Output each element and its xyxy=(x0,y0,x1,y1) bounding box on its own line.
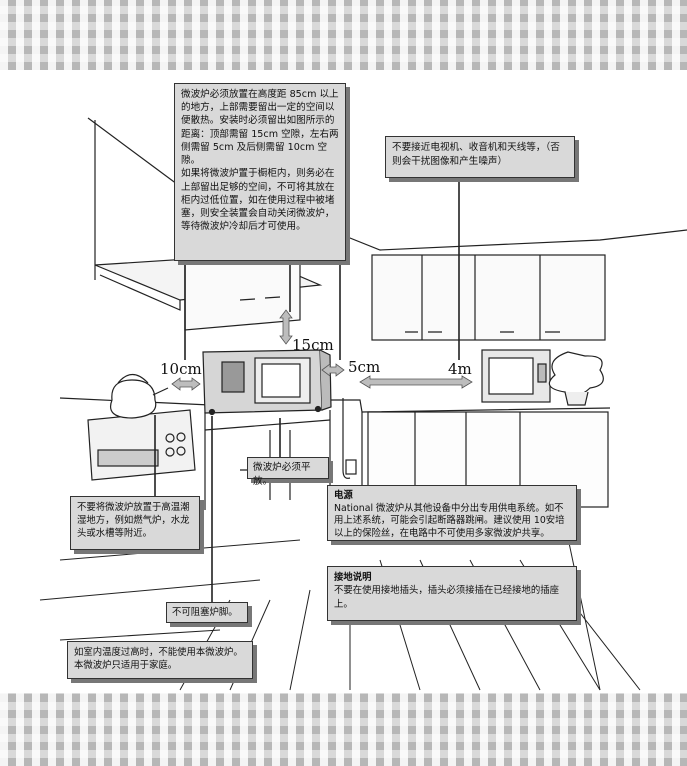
checkered-footer-band xyxy=(0,693,687,766)
ground-title: 接地说明 xyxy=(334,572,372,583)
callout-humidity: 不要将微波炉放置于高温潮湿地方，例如燃气炉，水龙头或水槽等附近。 xyxy=(70,496,200,550)
right-gap-label: 5cm xyxy=(348,358,381,376)
ground-body: 不要在使用接地插头，插头必须接插在已经接地的插座上。 xyxy=(334,585,560,610)
stove xyxy=(87,409,196,481)
top-gap-arrow xyxy=(279,309,293,345)
callout-power: 电源 National 微波炉从其他设备中分出专用供电系统。如不用上述系统，可能… xyxy=(327,485,577,541)
leader-lines xyxy=(154,177,460,605)
power-cord xyxy=(342,398,351,479)
television xyxy=(481,349,551,403)
tv-distance-arrow xyxy=(359,375,473,389)
callout-clearance: 微波炉必须放置在高度距 85cm 以上的地方，上部需要留出一定的空间以便散热。安… xyxy=(174,83,346,261)
right-gap-arrow xyxy=(321,363,345,377)
potted-plant xyxy=(548,351,604,406)
wall-outlet xyxy=(345,459,357,475)
power-title: 电源 xyxy=(334,490,353,501)
checkered-header-band xyxy=(0,0,687,70)
tv-distance-label: 4m xyxy=(448,360,472,378)
callout-level: 微波炉必须平放。 xyxy=(247,457,329,487)
callout-no-cover: 不可阻塞炉脚。 xyxy=(166,602,248,623)
microwave-oven xyxy=(202,349,332,416)
left-gap-arrow xyxy=(171,377,201,391)
callout-tv-radio: 不要接近电视机、收音机和天线等，（否则会干扰图像和产生噪声） xyxy=(385,136,575,178)
ceiling-line xyxy=(87,117,186,191)
left-gap-label: 10cm xyxy=(160,360,202,378)
kettle xyxy=(110,373,169,419)
upper-cabinets-right xyxy=(371,254,606,341)
callout-ground: 接地说明 不要在使用接地插头，插头必须接插在已经接地的插座上。 xyxy=(327,566,577,621)
power-body: National 微波炉从其他设备中分出专用供电系统。如不用上述系统，可能会引起… xyxy=(334,502,565,540)
top-gap-label: 15cm xyxy=(292,336,334,354)
callout-altitude: 如室内温度过高时，不能使用本微波炉。本微波炉只适用于家庭。 xyxy=(67,641,253,679)
ceiling-edge xyxy=(329,229,687,251)
dimension-arrows xyxy=(171,309,473,391)
